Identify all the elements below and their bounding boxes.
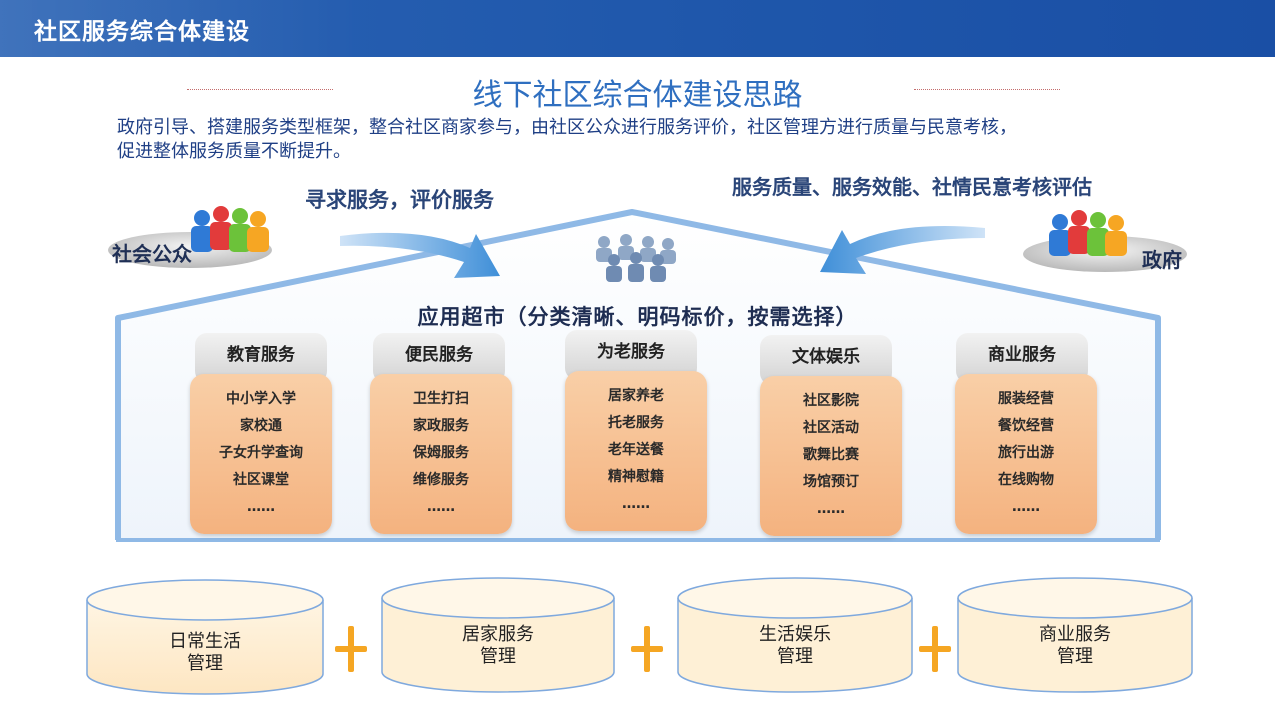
list-item: …… xyxy=(427,499,455,515)
management-line: 居家服务 xyxy=(462,624,534,645)
plus-icon xyxy=(919,626,951,672)
list-item: …… xyxy=(247,499,275,515)
list-item: 家校通 xyxy=(240,418,282,434)
list-item: 卫生打扫 xyxy=(413,391,469,407)
category-card: 卫生打扫 家政服务 保姆服务 维修服务 …… xyxy=(370,374,512,534)
right-arrow-text: 服务质量、服务效能、社情民意考核评估 xyxy=(732,175,1092,199)
plus-icon xyxy=(335,626,367,672)
category-card: 服装经营 餐饮经营 旅行出游 在线购物 …… xyxy=(955,374,1097,534)
description: 政府引导、搭建服务类型框架，整合社区商家参与，由社区公众进行服务评价，社区管理方… xyxy=(117,116,1197,164)
list-item: …… xyxy=(817,501,845,517)
list-item: 社区影院 xyxy=(803,393,859,409)
header-bar: 社区服务综合体建设 xyxy=(0,0,1275,57)
list-item: 保姆服务 xyxy=(413,445,469,461)
list-item: 老年送餐 xyxy=(608,442,664,458)
right-arrow xyxy=(820,226,985,274)
list-item: 精神慰籍 xyxy=(608,469,664,485)
management-label-home: 居家服务 管理 xyxy=(380,624,616,668)
list-item: 居家养老 xyxy=(608,388,664,404)
supermarket-title: 应用超市（分类清晰、明码标价，按需选择） xyxy=(417,305,858,329)
list-item: 子女升学查询 xyxy=(219,445,303,461)
cylinder-entertainment xyxy=(677,577,913,693)
description-line-1: 政府引导、搭建服务类型框架，整合社区商家参与，由社区公众进行服务评价，社区管理方… xyxy=(117,117,1017,138)
list-item: …… xyxy=(622,496,650,512)
list-item: 在线购物 xyxy=(998,472,1054,488)
right-actor-label: 政府 xyxy=(1142,248,1182,272)
list-item: 中小学入学 xyxy=(226,391,296,407)
list-item: 家政服务 xyxy=(413,418,469,434)
people-crowd-icon xyxy=(596,234,676,282)
category-card: 中小学入学 家校通 子女升学查询 社区课堂 …… xyxy=(190,374,332,534)
management-line: 管理 xyxy=(480,646,516,667)
title-rule-left xyxy=(187,89,333,90)
management-line: 管理 xyxy=(1057,646,1093,667)
management-line: 管理 xyxy=(187,653,223,674)
title-rule-right xyxy=(914,89,1060,90)
main-title: 线下社区综合体建设思路 xyxy=(472,78,803,113)
left-arrow-text: 寻求服务，评价服务 xyxy=(305,188,494,212)
list-item: 歌舞比赛 xyxy=(803,447,859,463)
list-item: 托老服务 xyxy=(608,415,664,431)
people-group-icon-left xyxy=(191,206,269,252)
header-accent xyxy=(0,0,360,57)
list-item: 社区活动 xyxy=(803,420,859,436)
list-item: …… xyxy=(1012,499,1040,515)
list-item: 服装经营 xyxy=(998,391,1054,407)
list-item: 社区课堂 xyxy=(233,472,289,488)
header-title: 社区服务综合体建设 xyxy=(34,19,250,45)
category-card: 居家养老 托老服务 老年送餐 精神慰籍 …… xyxy=(565,371,707,531)
left-arrow xyxy=(340,232,500,278)
description-line-2: 促进整体服务质量不断提升。 xyxy=(117,141,351,162)
management-line: 管理 xyxy=(777,646,813,667)
plus-icon xyxy=(631,626,663,672)
management-line: 生活娱乐 xyxy=(759,624,831,645)
management-line: 日常生活 xyxy=(169,631,241,652)
list-item: 场馆预订 xyxy=(803,474,859,490)
management-label-commerce: 商业服务 管理 xyxy=(956,624,1194,668)
management-label-daily: 日常生活 管理 xyxy=(85,631,325,675)
category-card: 社区影院 社区活动 歌舞比赛 场馆预订 …… xyxy=(760,376,902,536)
cylinder-daily-life xyxy=(86,579,324,695)
left-actor-label: 社会公众 xyxy=(112,242,192,266)
cylinder-home-service xyxy=(381,577,615,693)
list-item: 旅行出游 xyxy=(998,445,1054,461)
cylinder-commerce xyxy=(957,577,1193,693)
management-label-entertainment: 生活娱乐 管理 xyxy=(676,624,914,668)
list-item: 餐饮经营 xyxy=(998,418,1054,434)
list-item: 维修服务 xyxy=(413,472,469,488)
people-group-icon-right xyxy=(1049,210,1127,256)
management-line: 商业服务 xyxy=(1039,624,1111,645)
